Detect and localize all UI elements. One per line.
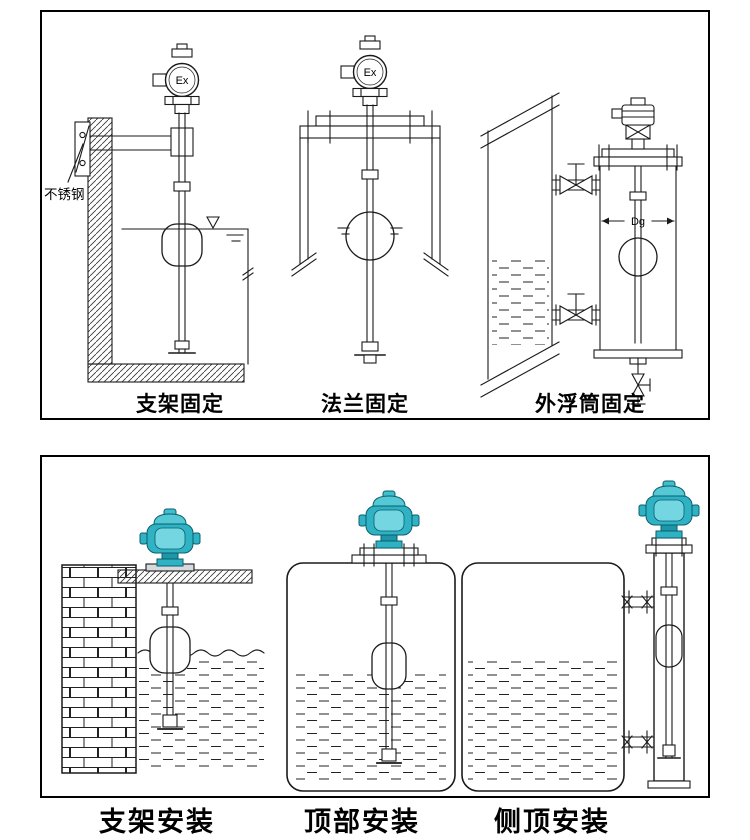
- valve-icon: [559, 175, 578, 195]
- installation-methods-panel: [40, 455, 710, 798]
- dg-dimension-label: Dg: [631, 216, 645, 228]
- bracket-shelf: [117, 569, 253, 584]
- mounting-flange: [351, 554, 427, 564]
- water-dashes: [296, 669, 446, 783]
- caption-side-install: 侧顶安装: [494, 807, 610, 837]
- float-icon: [655, 624, 683, 668]
- bracket-install-diagram: [61, 508, 265, 774]
- float-icon: [161, 223, 203, 267]
- floor-hatch: [87, 363, 245, 383]
- caption-bracket-install: 支架安装: [99, 807, 215, 837]
- installation-methods-drawing: [61, 480, 700, 792]
- float-ball-icon: [345, 211, 395, 261]
- brick-wall: [61, 564, 137, 774]
- bracket-fixed-diagram: 不锈钢: [44, 43, 254, 383]
- water-dashes: [138, 659, 264, 769]
- install-captions: 支架安装 顶部安装 侧顶安装: [40, 800, 710, 840]
- side-top-install-diagram: [461, 480, 700, 792]
- float-icon: [371, 642, 407, 690]
- caption-top-install: 顶部安装: [304, 807, 420, 837]
- external-chamber-diagram: Dg: [480, 92, 683, 405]
- flange-upper: [315, 115, 425, 127]
- fixation-methods-panel: Ex 不锈钢: [40, 10, 710, 420]
- ex-transmitter-head-icon: [152, 43, 200, 115]
- bracket-clamp: [170, 127, 194, 157]
- mounting-flange: [645, 544, 693, 554]
- caption-flange-fixed: 法兰固定: [321, 392, 409, 416]
- fixation-methods-drawing: Ex 不锈钢: [44, 35, 683, 416]
- float-ball-icon: [618, 237, 658, 277]
- transmitter-head-icon: [638, 480, 700, 539]
- wall-hatch: [87, 117, 113, 365]
- drain-valve-icon: [631, 373, 645, 387]
- ex-transmitter-head-icon: [340, 35, 388, 107]
- water-level-symbol: [206, 216, 220, 230]
- valve-icon: [559, 305, 578, 325]
- flange-fixed-diagram: [291, 35, 449, 364]
- transmitter-head-icon: [358, 490, 420, 549]
- stainless-steel-label: 不锈钢: [44, 187, 85, 202]
- caption-bracket-fixed: 支架固定: [136, 392, 224, 416]
- transmitter-box-icon: [621, 104, 655, 126]
- flange-lower: [299, 125, 441, 139]
- water-dashes: [468, 657, 618, 783]
- caption-chamber-fixed: 外浮筒固定: [535, 392, 645, 416]
- transmitter-head-icon: [139, 508, 201, 567]
- top-install-diagram: [286, 490, 456, 792]
- float-icon: [149, 626, 191, 674]
- liquid-level-dashes: [492, 259, 549, 345]
